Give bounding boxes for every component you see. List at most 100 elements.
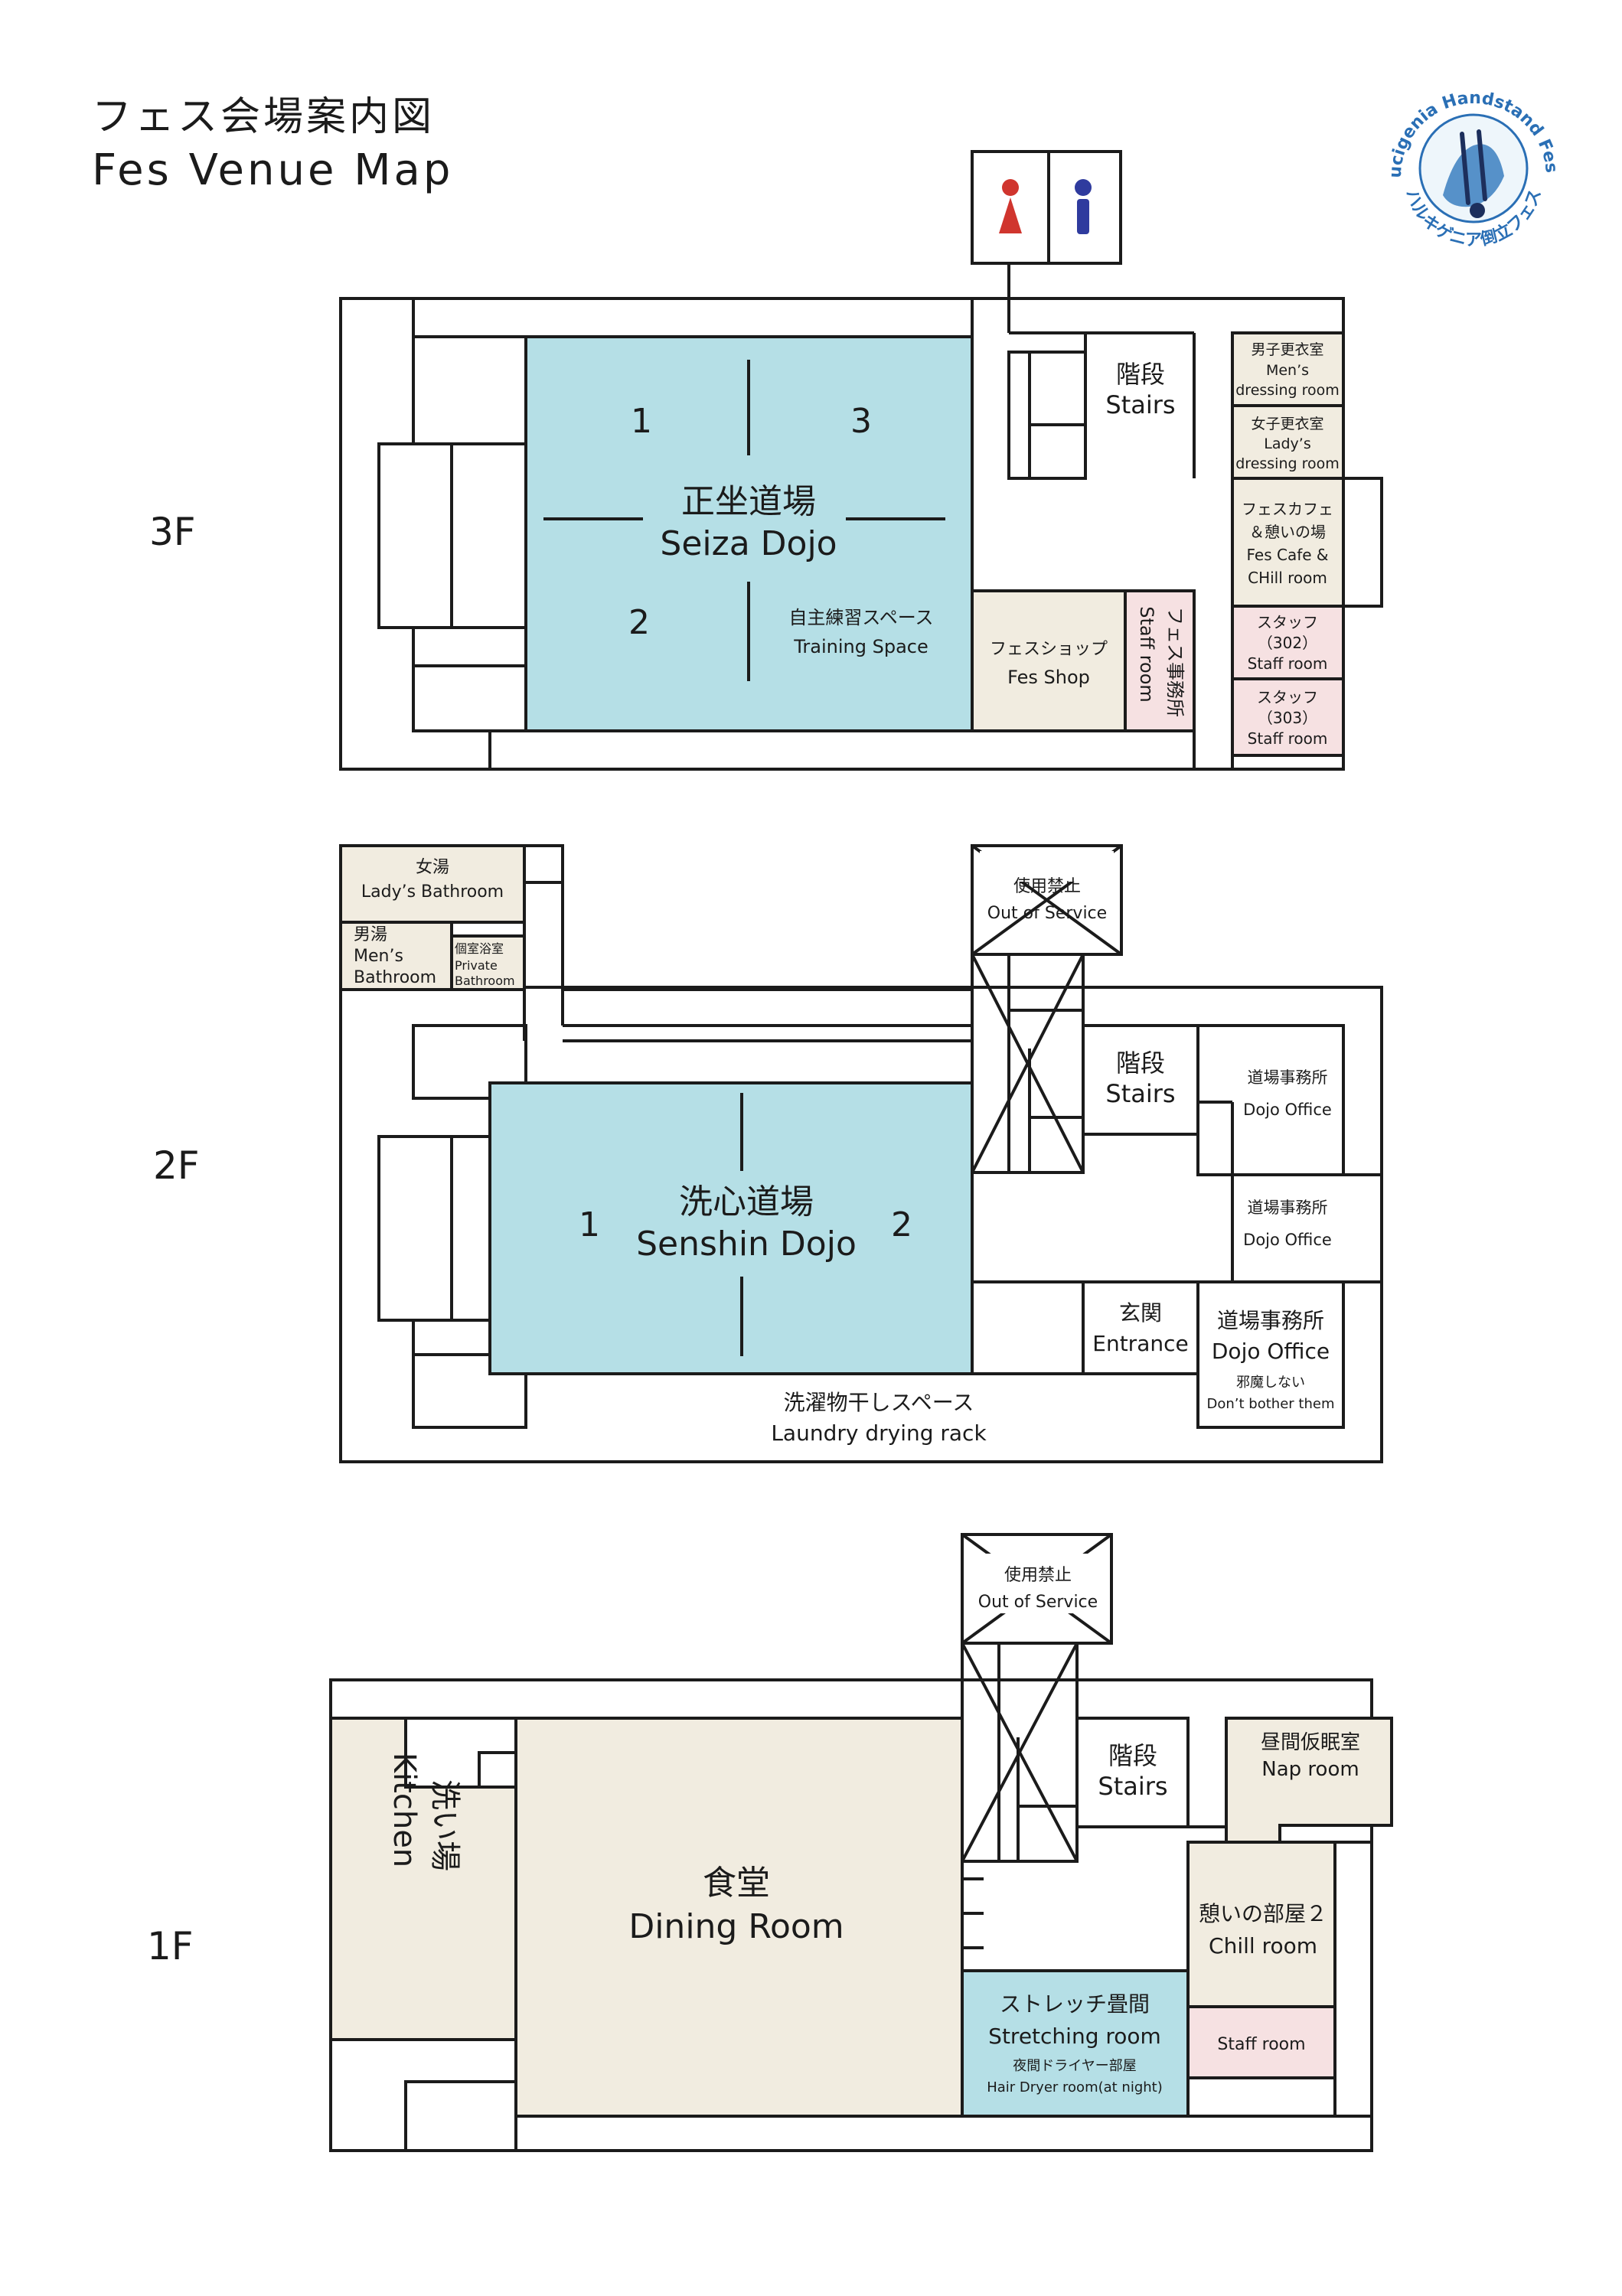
cafe-ja2: ＆憩いの場 <box>1249 523 1326 541</box>
stairs-2f-ja: 階段 <box>1116 1049 1165 1078</box>
cafe-en2: CHill room <box>1248 569 1327 587</box>
dojo-office-2-en: Dojo Office <box>1243 1231 1332 1249</box>
dojo-office-2 <box>1231 1173 1383 1283</box>
stairs-1f-ja: 階段 <box>1108 1741 1157 1770</box>
page-title-en: Fes Venue Map <box>92 145 454 195</box>
dojo-office-3-note-en: Don’t bother them <box>1207 1396 1335 1412</box>
mens-dressing-ja: 男子更衣室 <box>1251 341 1323 358</box>
dining-room <box>514 1717 964 2118</box>
private-bathroom <box>450 934 526 991</box>
dining-ja: 食堂 <box>703 1864 770 1903</box>
entrance <box>1082 1280 1199 1375</box>
seiza-dojo-ja: 正坐道場 <box>681 482 816 521</box>
staff303-en: Staff room <box>1248 729 1328 748</box>
cafe-ja1: フェスカフェ <box>1242 500 1333 518</box>
senshin-area-1: 1 <box>579 1205 600 1244</box>
fes-shop-en: Fes Shop <box>1007 667 1090 688</box>
ladies-bath-ja: 女湯 <box>416 858 449 877</box>
oos-1f-ja: 使用禁止 <box>1004 1566 1072 1585</box>
kitchen-en: Kitchen <box>387 1753 422 1867</box>
mens-bath-en2: Bathroom <box>354 968 436 987</box>
stairs-3f <box>1007 351 1087 480</box>
stairs-2f-en: Stairs <box>1105 1079 1175 1108</box>
floor-label-1f: 1F <box>147 1924 194 1968</box>
dojo-office-2-ja: 道場事務所 <box>1248 1199 1328 1217</box>
side-room <box>412 626 527 732</box>
ladies-dressing-en1: Lady’s <box>1264 435 1310 452</box>
staff303-ja: スタッフ <box>1257 688 1318 706</box>
restroom <box>971 150 1122 265</box>
page-title: フェス会場案内図 Fes Venue Map <box>92 90 453 197</box>
senshin-dojo-en: Senshin Dojo <box>636 1225 857 1264</box>
seiza-dojo-en: Seiza Dojo <box>660 524 837 563</box>
staff-room-302 <box>1231 605 1345 680</box>
senshin-dojo-ja: 洗心道場 <box>679 1182 814 1221</box>
kitchen-ja: 洗い場 <box>427 1779 462 1871</box>
fes-office-ja: フェス事務所 <box>1164 607 1186 717</box>
private-bath-ja: 個室浴室 <box>455 941 504 956</box>
laundry-ja: 洗濯物干しスペース <box>784 1390 974 1415</box>
private-bath-en1: Private <box>455 958 498 973</box>
stretch-ja: ストレッチ畳間 <box>1000 1991 1150 2017</box>
chill-room-en: Chill room <box>1209 1933 1317 1958</box>
cafe-en1: Fes Cafe & <box>1246 546 1328 564</box>
female-restroom-icon <box>999 179 1022 233</box>
oos-2f-en: Out of Service <box>987 904 1107 923</box>
mens-dressing-en2: dressing room <box>1235 382 1340 399</box>
chill-room-ja: 憩いの部屋２ <box>1199 1901 1327 1926</box>
training-space-en: Training Space <box>793 636 928 657</box>
staff302-num: （302） <box>1258 634 1317 652</box>
dojo-office-3-en: Dojo Office <box>1212 1339 1330 1364</box>
corridor-2f <box>971 1280 1085 1375</box>
mens-bath-ja: 男湯 <box>354 925 387 944</box>
staff302-ja: スタッフ <box>1257 613 1318 631</box>
nap-room-en: Nap room <box>1261 1758 1359 1781</box>
private-bath-en2: Bathroom <box>455 974 515 988</box>
mens-bath-en1: Men’s <box>354 947 403 966</box>
staff302-en: Staff room <box>1248 654 1328 673</box>
entrance-ja: 玄関 <box>1119 1300 1162 1326</box>
ladies-dressing-en2: dressing room <box>1235 455 1340 472</box>
mens-dressing-en1: Men’s <box>1266 362 1309 379</box>
ladies-dressing-room <box>1231 404 1345 480</box>
mens-bathroom <box>339 921 453 991</box>
senshin-dojo <box>488 1081 974 1375</box>
side-room <box>412 335 527 445</box>
staff-room-1f-en: Staff room <box>1217 2035 1305 2054</box>
festival-logo: Hallucigenia Handstand Festival ハルキゲニア倒立… <box>1370 61 1561 249</box>
senshin-area-2: 2 <box>891 1205 912 1244</box>
staff-room-303 <box>1231 677 1345 757</box>
dining-en: Dining Room <box>628 1907 844 1946</box>
dryer-en: Hair Dryer room(at night) <box>987 2079 1163 2095</box>
stretch-en: Stretching room <box>988 2024 1161 2049</box>
area-1-label: 1 <box>631 402 652 441</box>
cafe-annex <box>1342 477 1383 608</box>
laundry-en: Laundry drying rack <box>771 1420 987 1446</box>
dryer-ja: 夜間ドライヤー部屋 <box>1013 2058 1136 2074</box>
fes-shop-ja: フェスショップ <box>990 640 1108 659</box>
stairs-1f-en: Stairs <box>1098 1772 1167 1801</box>
area-2-label: 2 <box>628 603 650 642</box>
oos-2f-ja: 使用禁止 <box>1013 877 1081 896</box>
stairs-3f-en: Stairs <box>1105 390 1175 419</box>
nap-room-ja: 昼間仮眠室 <box>1261 1731 1360 1754</box>
ladies-bath-en: Lady’s Bathroom <box>361 882 504 902</box>
floor-label-2f: 2F <box>153 1143 200 1188</box>
oos-1f-en: Out of Service <box>978 1593 1098 1612</box>
dojo-office-1-en: Dojo Office <box>1243 1101 1332 1119</box>
fes-office-en: Staff room <box>1136 606 1157 703</box>
male-restroom-icon <box>1075 179 1092 234</box>
staff303-num: （303） <box>1258 709 1317 727</box>
floor-label-3f: 3F <box>149 510 196 554</box>
side-room <box>412 1353 527 1429</box>
area-3-label: 3 <box>850 402 872 441</box>
stairs-3f-ja: 階段 <box>1116 360 1165 389</box>
dojo-office-3-ja: 道場事務所 <box>1217 1308 1324 1333</box>
training-space-ja: 自主練習スペース <box>788 607 933 628</box>
dojo-office-3 <box>1196 1280 1345 1429</box>
mens-dressing-room <box>1231 331 1345 407</box>
dojo-office-3-note-ja: 邪魔しない <box>1236 1375 1305 1391</box>
dojo-office-1-ja: 道場事務所 <box>1248 1068 1328 1087</box>
chill-room-2 <box>1186 1841 1336 2008</box>
